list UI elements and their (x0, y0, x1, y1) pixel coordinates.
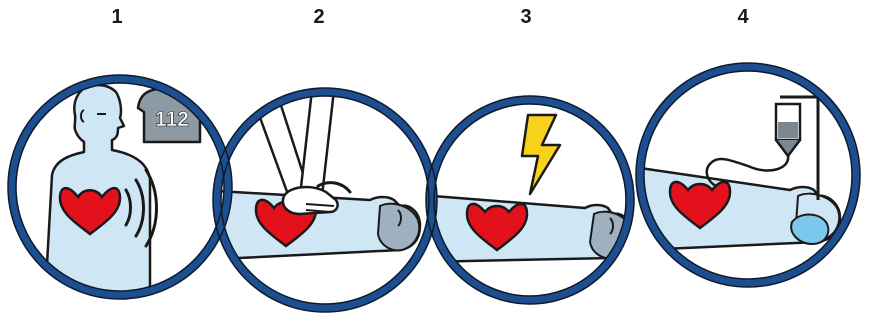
lightning-icon (522, 115, 560, 194)
phone-number-label: 112 (155, 108, 189, 131)
iv-bag-icon (776, 104, 800, 156)
oxygen-mask-icon (791, 215, 828, 245)
scene-4-advanced-care (640, 95, 840, 250)
scene-1-call-emergency: 112 (45, 85, 206, 300)
